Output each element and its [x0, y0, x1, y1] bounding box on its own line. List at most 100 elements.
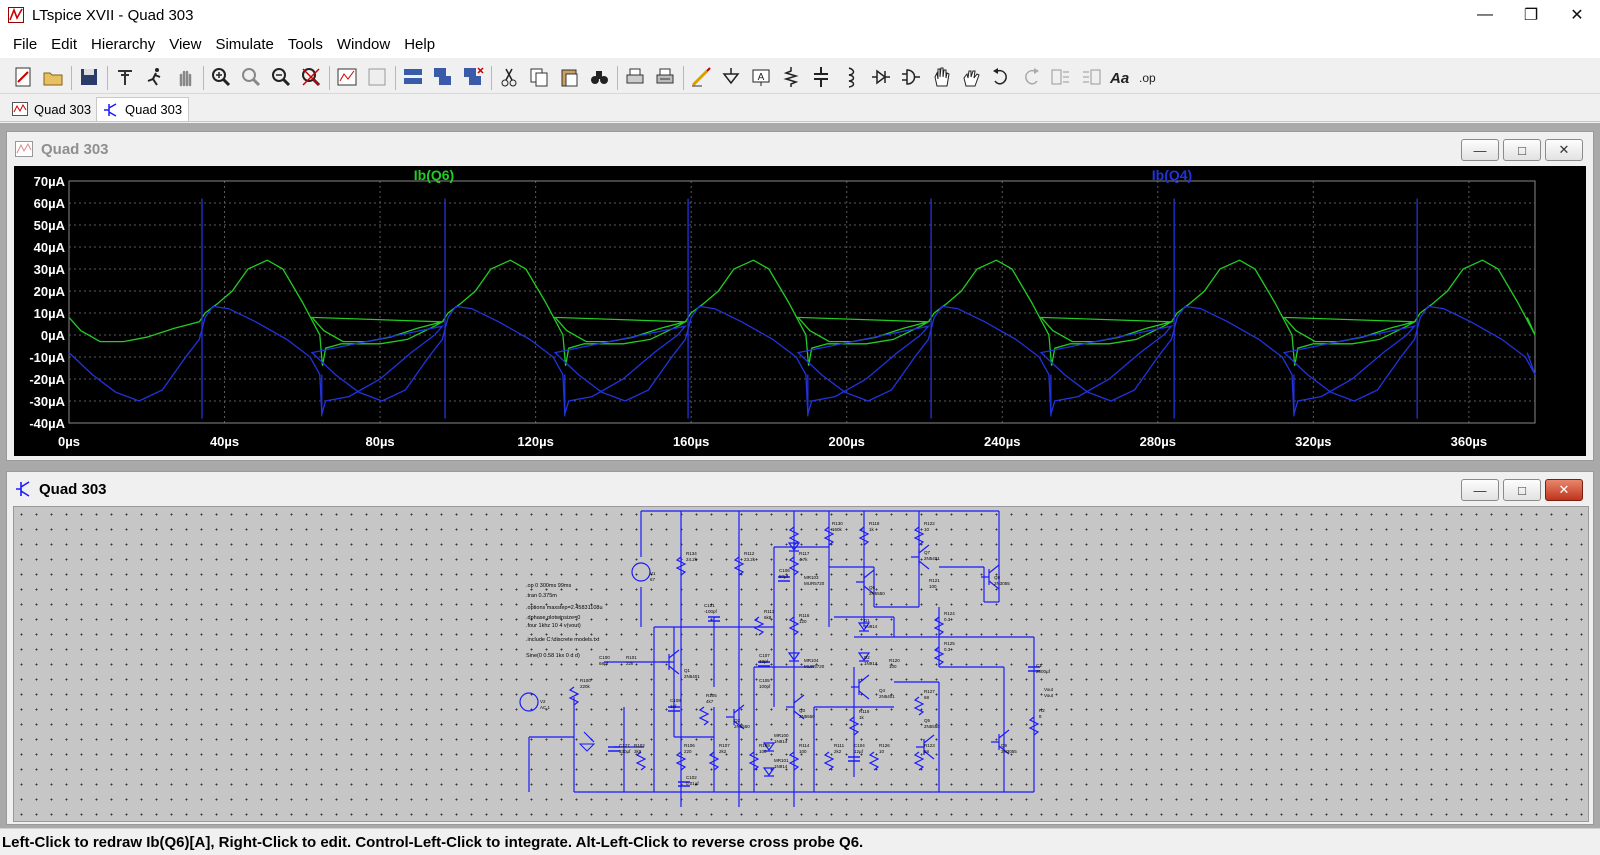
diode-symbol[interactable]: [787, 542, 801, 552]
waveform-window-titlebar[interactable]: Quad 303: [7, 132, 1593, 166]
resistor-symbol[interactable]: [823, 526, 835, 546]
resistor-symbol[interactable]: [858, 526, 870, 546]
waveform-chart[interactable]: 70µA60µA50µA40µA30µA20µA10µA0µA-10µA-20µ…: [14, 166, 1586, 456]
zoom-pan-button[interactable]: [238, 64, 264, 90]
open-button[interactable]: [40, 64, 66, 90]
child-minimize-button[interactable]: —: [1461, 479, 1499, 501]
capacitor-symbol[interactable]: [778, 576, 790, 582]
capacitor-button[interactable]: [808, 64, 834, 90]
legend-label-Ib(Q4)[interactable]: Ib(Q4): [1152, 167, 1192, 183]
zoom-fit-button[interactable]: [298, 64, 324, 90]
new-schematic-button[interactable]: [10, 64, 36, 90]
resistor-symbol[interactable]: [788, 616, 800, 636]
cut-button[interactable]: [496, 64, 522, 90]
schematic-window-titlebar[interactable]: Quad 303: [7, 472, 1593, 506]
tile-button[interactable]: [400, 64, 426, 90]
transistor-symbol[interactable]: [856, 569, 875, 595]
menu-tools[interactable]: Tools: [287, 35, 323, 53]
resistor-symbol[interactable]: [675, 556, 687, 576]
print-button[interactable]: [652, 64, 678, 90]
menu-window[interactable]: Window: [336, 35, 391, 53]
mirror-button[interactable]: [1078, 64, 1104, 90]
directive-text[interactable]: .dphase plotwinsize=0: [526, 615, 580, 621]
directive-text[interactable]: .tran 0.375m: [526, 593, 557, 599]
resistor-symbol[interactable]: [698, 706, 710, 726]
voltage-source-V2[interactable]: [519, 692, 539, 712]
diode-symbol[interactable]: [787, 652, 801, 662]
drag-button[interactable]: [958, 64, 984, 90]
menu-help[interactable]: Help: [404, 35, 436, 53]
voltage-source-V1[interactable]: [631, 562, 651, 582]
directive-text[interactable]: .four 1khz 10 4 v(vout): [526, 623, 581, 629]
diode-symbol[interactable]: [857, 622, 871, 632]
paste-button[interactable]: [556, 64, 582, 90]
transistor-symbol[interactable]: [991, 729, 1010, 755]
transistor-symbol[interactable]: [851, 674, 870, 700]
resistor-symbol[interactable]: [708, 751, 720, 771]
undo-button[interactable]: [988, 64, 1014, 90]
series-line-Ib(Q6)[interactable]: [68, 259, 1536, 366]
close-all-button[interactable]: [460, 64, 486, 90]
capacitor-symbol[interactable]: [848, 756, 860, 762]
tab-schematic[interactable]: Quad 303: [96, 97, 190, 121]
transistor-symbol[interactable]: [911, 544, 930, 570]
transistor-symbol[interactable]: [916, 734, 935, 760]
resistor-symbol[interactable]: [788, 751, 800, 771]
cascade-button[interactable]: [430, 64, 456, 90]
transistor-symbol[interactable]: [981, 564, 1000, 590]
save-button[interactable]: [76, 64, 102, 90]
draw-wire-button[interactable]: [688, 64, 714, 90]
resistor-symbol[interactable]: [823, 751, 835, 771]
resistor-symbol[interactable]: [913, 696, 925, 716]
label-net-button[interactable]: A: [748, 64, 774, 90]
resistor-symbol[interactable]: [913, 751, 925, 771]
ground-button[interactable]: [718, 64, 744, 90]
capacitor-symbol[interactable]: [758, 661, 770, 667]
find-button[interactable]: [586, 64, 612, 90]
close-button[interactable]: ✕: [1554, 0, 1600, 30]
schematic-canvas[interactable]: .op 0 300ms 99ms .tran 0.375m .options max…: [13, 506, 1589, 822]
resistor-symbol[interactable]: [1028, 716, 1040, 736]
print-setup-button[interactable]: [622, 64, 648, 90]
menu-hierarchy[interactable]: Hierarchy: [91, 35, 156, 53]
zoom-in-button[interactable]: [208, 64, 234, 90]
menu-simulate[interactable]: Simulate: [215, 35, 274, 53]
copy-button[interactable]: [526, 64, 552, 90]
child-close-button[interactable]: ✕: [1545, 139, 1583, 161]
maximize-button[interactable]: ❐: [1508, 0, 1554, 30]
resistor-symbol[interactable]: [868, 751, 880, 771]
inductor-button[interactable]: [838, 64, 864, 90]
resistor-symbol[interactable]: [748, 751, 760, 771]
resistor-symbol[interactable]: [788, 556, 800, 576]
legend-label-Ib(Q6)[interactable]: Ib(Q6): [414, 167, 454, 183]
resistor-symbol[interactable]: [933, 616, 945, 636]
child-close-button[interactable]: ✕: [1545, 479, 1583, 501]
capacitor-symbol[interactable]: [668, 706, 680, 712]
schematic-drawing[interactable]: .op 0 300ms 99ms .tran 0.375m .options max…: [14, 507, 1588, 821]
directive-text[interactable]: .options maxstep=2.45831108u: [526, 605, 603, 611]
resistor-symbol[interactable]: [933, 646, 945, 666]
transistor-symbol[interactable]: [726, 704, 745, 730]
directive-text[interactable]: .op 0 300ms 99ms: [526, 583, 571, 589]
tab-waveform[interactable]: Quad 303: [6, 97, 97, 121]
resistor-symbol[interactable]: [733, 556, 745, 576]
series-line-Ib(Q4)[interactable]: [68, 305, 1536, 415]
child-maximize-button[interactable]: □: [1503, 139, 1541, 161]
resistor-symbol[interactable]: [848, 716, 860, 736]
minimize-button[interactable]: —: [1462, 0, 1508, 30]
diode-button[interactable]: [868, 64, 894, 90]
resistor-symbol[interactable]: [568, 686, 580, 706]
redo-button[interactable]: [1018, 64, 1044, 90]
autorange-button[interactable]: [334, 64, 360, 90]
capacitor-symbol[interactable]: [708, 616, 720, 622]
zoom-out-button[interactable]: [268, 64, 294, 90]
resistor-symbol[interactable]: [675, 751, 687, 771]
capacitor-symbol[interactable]: [1028, 666, 1040, 672]
diode-symbol[interactable]: [762, 742, 776, 752]
diode-symbol[interactable]: [762, 767, 776, 777]
directive-text[interactable]: Sine(0 0.58 1kx 0 d d): [526, 653, 580, 659]
plot-settings-button[interactable]: [364, 64, 390, 90]
run-button[interactable]: [142, 64, 168, 90]
menu-file[interactable]: File: [13, 35, 38, 53]
